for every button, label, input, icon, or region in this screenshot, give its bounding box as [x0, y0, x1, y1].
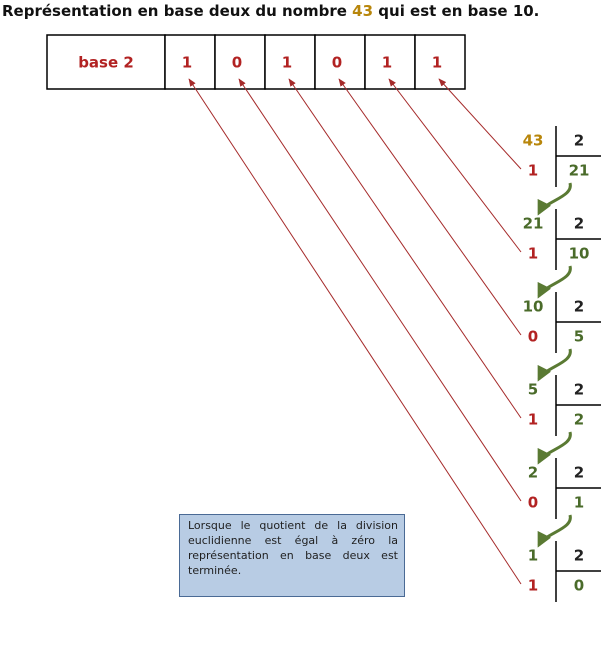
- quotient-arrow: [537, 348, 572, 382]
- divisor: 2: [574, 215, 584, 233]
- dividend: 21: [523, 215, 544, 233]
- digit-cell: [264, 34, 316, 90]
- title-number: 43: [352, 2, 374, 20]
- quotient-arrow: [537, 431, 572, 465]
- remainder-link: [188, 78, 522, 585]
- quotient-arrows: [537, 182, 572, 548]
- quotient: 21: [569, 162, 590, 180]
- remainder-link: [388, 78, 522, 253]
- digit-value: 0: [232, 54, 242, 72]
- base2-table: base 2 1 0 1 0 1 1: [46, 34, 466, 90]
- quotient: 10: [569, 245, 590, 263]
- quotient: 5: [574, 328, 584, 346]
- digit-value: 1: [282, 54, 292, 72]
- division-step: 10 2 0 5: [523, 292, 601, 353]
- remainder-link: [438, 78, 522, 170]
- divisor: 2: [574, 547, 584, 565]
- remainder-link: [238, 78, 522, 502]
- divisor: 2: [574, 464, 584, 482]
- dividend: 1: [528, 547, 538, 565]
- title-prefix: Représentation en base deux du nombre: [2, 2, 347, 20]
- remainder-link: [288, 78, 522, 419]
- quotient: 1: [574, 494, 584, 512]
- remainder-link: [338, 78, 522, 336]
- digit-cells: 1 0 1 0 1 1: [164, 34, 466, 90]
- remainder: 1: [528, 162, 538, 180]
- page-title: Représentation en base deux du nombre 43…: [2, 2, 539, 20]
- remainder: 0: [528, 328, 538, 346]
- division-step: 1 2 1 0: [528, 541, 601, 602]
- remainder: 1: [528, 411, 538, 429]
- divisor: 2: [574, 298, 584, 316]
- digit-value: 1: [432, 54, 442, 72]
- remainder: 1: [528, 245, 538, 263]
- dividend: 43: [523, 132, 544, 150]
- dividend: 5: [528, 381, 538, 399]
- table-header-cell: [46, 34, 166, 90]
- table-header-label: base 2: [78, 54, 134, 72]
- division-step: 2 2 0 1: [528, 458, 601, 519]
- quotient-arrow: [537, 514, 572, 548]
- digit-value: 1: [182, 54, 192, 72]
- divisor: 2: [574, 132, 584, 150]
- remainder: 1: [528, 577, 538, 595]
- quotient: 0: [574, 577, 584, 595]
- remainder: 0: [528, 494, 538, 512]
- note-box: Lorsque le quotient de la division eucli…: [179, 514, 405, 597]
- divisor: 2: [574, 381, 584, 399]
- quotient-arrow: [537, 182, 572, 216]
- dividend: 10: [523, 298, 544, 316]
- division-step: 5 2 1 2: [528, 375, 601, 436]
- quotient-arrow: [537, 265, 572, 299]
- quotient: 2: [574, 411, 584, 429]
- digit-value: 0: [332, 54, 342, 72]
- title-suffix: qui est en base 10.: [378, 2, 540, 20]
- digit-value: 1: [382, 54, 392, 72]
- dividend: 2: [528, 464, 538, 482]
- remainder-links: [188, 78, 522, 585]
